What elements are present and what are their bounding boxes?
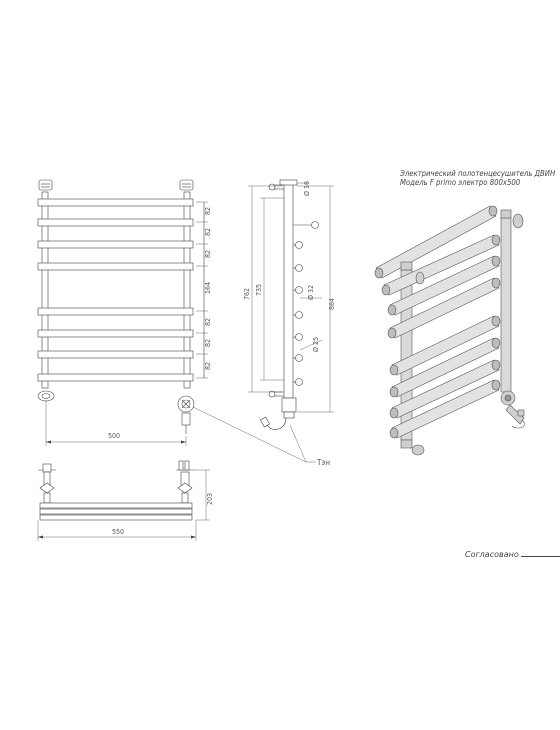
iso-fittings	[400, 209, 524, 456]
front-view	[37, 179, 208, 446]
dim-735-label: 735	[255, 284, 263, 296]
dia-32-label: Ø 32	[307, 285, 315, 300]
iso-heater	[500, 390, 525, 429]
top-view	[37, 460, 210, 541]
top-right-fitting	[179, 179, 194, 191]
spacing-label-2: 82	[204, 228, 212, 236]
dim-762-label: 762	[243, 288, 251, 300]
bottom-left-fitting	[37, 390, 55, 402]
spacing-label-7: 82	[204, 362, 212, 370]
heater-element-front	[177, 395, 195, 434]
spacing-label-1: 82	[204, 207, 212, 215]
isometric-view	[374, 205, 525, 456]
heater-callout-label: Тэн	[316, 458, 330, 467]
approval-signature-field: Согласовано	[465, 548, 560, 559]
dia-25-label: Ø 25	[312, 337, 320, 352]
iso-rungs	[375, 205, 500, 439]
spacing-label-5: 82	[204, 318, 212, 326]
dia-16-label: Ø 16	[303, 181, 311, 196]
front-width-label: 500	[108, 432, 120, 440]
top-view-depth-label: 203	[206, 493, 214, 505]
top-view-right-fitting	[176, 460, 196, 504]
side-top-bracket	[268, 183, 284, 191]
top-left-fitting	[38, 179, 53, 191]
side-rung-ends	[293, 221, 319, 386]
approval-signature-line	[520, 548, 560, 557]
approval-label: Согласовано	[465, 550, 519, 559]
drawing-title-line-1: Электрический полотенцесушитель ДВИН	[400, 169, 556, 178]
rungs-front	[37, 198, 194, 382]
spacing-label-4: 164	[204, 282, 212, 294]
front-rung-spacing-labels: 82 82 82 164 82 82 82	[204, 207, 212, 370]
spacing-label-3: 82	[204, 250, 212, 258]
iso-rung-caps	[374, 205, 501, 439]
dim-864-label: 864	[328, 298, 336, 310]
drawing-title-line-2: Модель F primo электро 800x500	[400, 178, 521, 187]
top-view-left-fitting	[38, 463, 56, 504]
top-view-width-label: 550	[112, 528, 124, 536]
spacing-label-6: 82	[204, 339, 212, 347]
heater-callout	[192, 406, 316, 463]
side-view	[248, 179, 334, 430]
heater-element-side	[259, 397, 297, 430]
